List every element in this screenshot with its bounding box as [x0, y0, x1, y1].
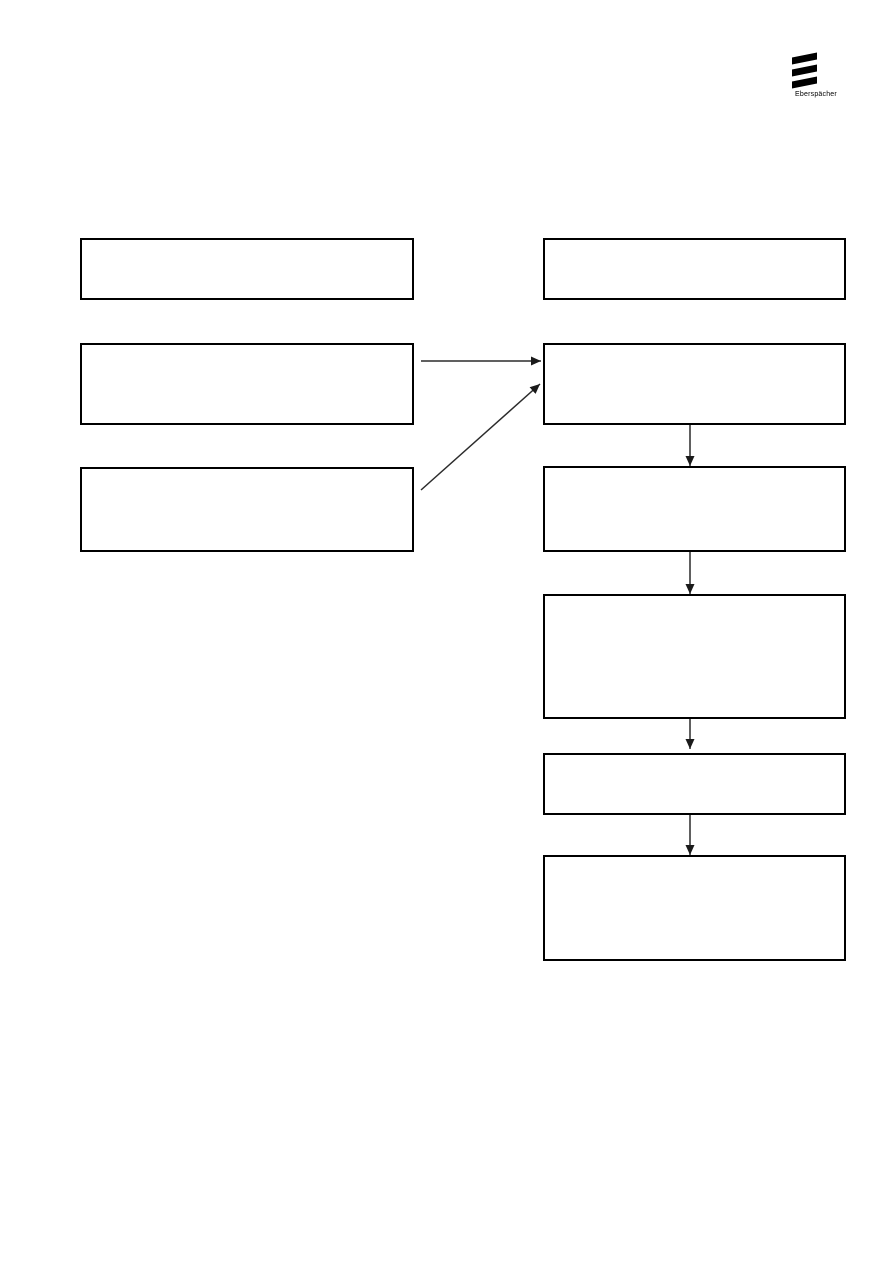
flowchart-box-right-2 — [543, 343, 846, 425]
flowchart-box-right-6 — [543, 855, 846, 961]
flowchart-box-left-1 — [80, 238, 414, 300]
flowchart-box-right-4 — [543, 594, 846, 719]
eberspaecher-logo: Eberspächer — [788, 52, 844, 98]
flowchart-box-right-5 — [543, 753, 846, 815]
eberspaecher-logo-icon — [792, 52, 817, 89]
flowchart-box-right-3 — [543, 466, 846, 552]
flowchart-box-right-1 — [543, 238, 846, 300]
eberspaecher-logo-text: Eberspächer — [795, 91, 837, 98]
flowchart-arrow-left-3-to-right-2 — [420, 383, 541, 491]
flowchart-box-left-2 — [80, 343, 414, 425]
flowchart-box-left-3 — [80, 467, 414, 552]
